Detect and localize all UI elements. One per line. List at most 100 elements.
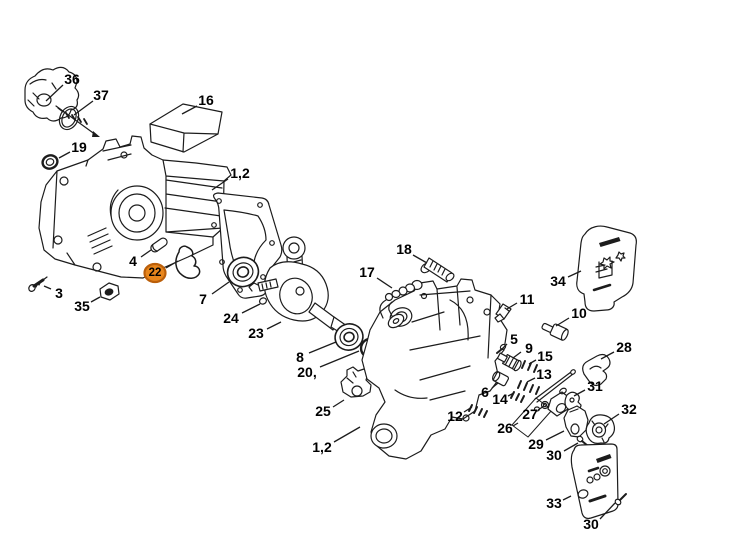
part-number-text: 7 [199,291,207,307]
part-number-text: 6 [481,384,489,400]
leader-line-22 [165,260,179,269]
leader-line-12 [333,426,361,443]
part-label-12[interactable]: 12 [447,408,463,424]
part-label-17[interactable]: 17 [359,264,375,280]
leader-line-24 [241,303,261,314]
part-number-text: 4 [129,253,137,269]
part-label-14[interactable]: 14 [492,391,508,407]
part-label-13[interactable]: 13 [536,366,552,382]
part-label-3[interactable]: 3 [55,285,63,301]
part-label-15[interactable]: 15 [537,348,553,364]
leader-line-23 [266,321,282,330]
part-label-27[interactable]: 27 [522,406,538,422]
part-label-12[interactable]: 1,2 [230,165,250,181]
part-number-text: 23 [248,325,264,341]
leader-line-20 [319,350,360,368]
part-label-5[interactable]: 5 [510,331,518,347]
part-spring-15 [521,360,538,373]
part-number-text: 27 [522,406,538,422]
part-label-30[interactable]: 30 [583,516,599,532]
part-number-text: 17 [359,264,375,280]
part-oil-pump-36 [24,66,80,122]
part-label-20[interactable]: 20, [297,364,316,380]
leader-line-33 [562,495,572,501]
part-washer-24 [258,297,268,305]
part-number-text: 34 [550,273,566,289]
part-label-4[interactable]: 4 [129,253,137,269]
part-number-text: 20, [297,364,316,380]
selected-part-highlight[interactable] [143,262,167,284]
part-label-9[interactable]: 9 [525,340,533,356]
part-label-26[interactable]: 26 [497,420,513,436]
part-label-12[interactable]: 1,2 [312,439,332,455]
part-label-31[interactable]: 31 [587,378,603,394]
leader-line-9 [512,351,522,359]
part-number-text: 31 [587,378,603,394]
part-number-text: 22 [149,267,162,279]
part-number-text: 3 [55,285,63,301]
part-pin-10 [541,322,569,341]
part-number-text: 33 [546,495,562,511]
leader-line-27 [537,405,545,411]
part-label-37[interactable]: 37 [93,87,109,103]
part-label-29[interactable]: 29 [528,436,544,452]
part-number-text: 26 [497,420,513,436]
part-label-6[interactable]: 6 [481,384,489,400]
leader-line-5 [501,343,508,350]
part-label-28[interactable]: 28 [616,339,632,355]
leader-line-30 [563,442,579,452]
part-number-text: 25 [315,403,331,419]
part-number-text: 30 [583,516,599,532]
part-number-text: 8 [296,349,304,365]
part-number-text: 28 [616,339,632,355]
part-number-text: 1,2 [312,439,332,455]
part-label-30[interactable]: 30 [546,447,562,463]
leader-line-37 [73,100,94,116]
part-label-32[interactable]: 32 [621,401,637,417]
part-oring-37 [58,105,80,131]
part-bearing-8 [334,323,364,351]
part-label-7[interactable]: 7 [199,291,207,307]
leader-line-18 [412,254,428,264]
part-label-22-selected[interactable]: 22 [143,262,167,284]
part-lever-29 [563,405,589,438]
part-valve-18 [420,257,455,283]
part-number-text: 5 [510,331,518,347]
part-crankcase-right [361,278,508,460]
leader-line-19 [58,151,71,159]
part-number-text: 1,2 [230,165,250,181]
part-screw-9 [496,352,522,372]
part-label-16[interactable]: 16 [198,92,214,108]
leader-line-28 [600,351,615,360]
part-number-text: 37 [93,87,109,103]
part-label-23[interactable]: 23 [248,325,264,341]
part-number-text: 11 [520,291,535,307]
part-plate-33 [570,443,619,520]
part-label-8[interactable]: 8 [296,349,304,365]
part-label-24[interactable]: 24 [223,310,239,326]
part-label-10[interactable]: 10 [571,305,587,321]
part-number-text: 30 [546,447,562,463]
part-number-text: 12 [447,408,463,424]
part-label-18[interactable]: 18 [396,241,412,257]
part-cover-34 [576,225,637,312]
leader-line-11 [506,302,518,310]
leader-line-32 [603,413,620,425]
part-label-25[interactable]: 25 [315,403,331,419]
part-label-19[interactable]: 19 [71,139,87,155]
leader-line-16 [181,105,198,115]
part-nut-35 [99,282,120,301]
part-number-text: 24 [223,310,239,326]
leader-line-25 [332,399,345,408]
part-label-33[interactable]: 33 [546,495,562,511]
part-label-11[interactable]: 11 [520,291,535,307]
part-screw-5 [496,343,507,354]
part-number-text: 10 [571,305,587,321]
part-number-text: 13 [536,366,552,382]
part-label-34[interactable]: 34 [550,273,566,289]
part-label-36[interactable]: 36 [64,71,80,87]
leader-line-10 [555,317,570,327]
part-label-35[interactable]: 35 [74,298,90,314]
